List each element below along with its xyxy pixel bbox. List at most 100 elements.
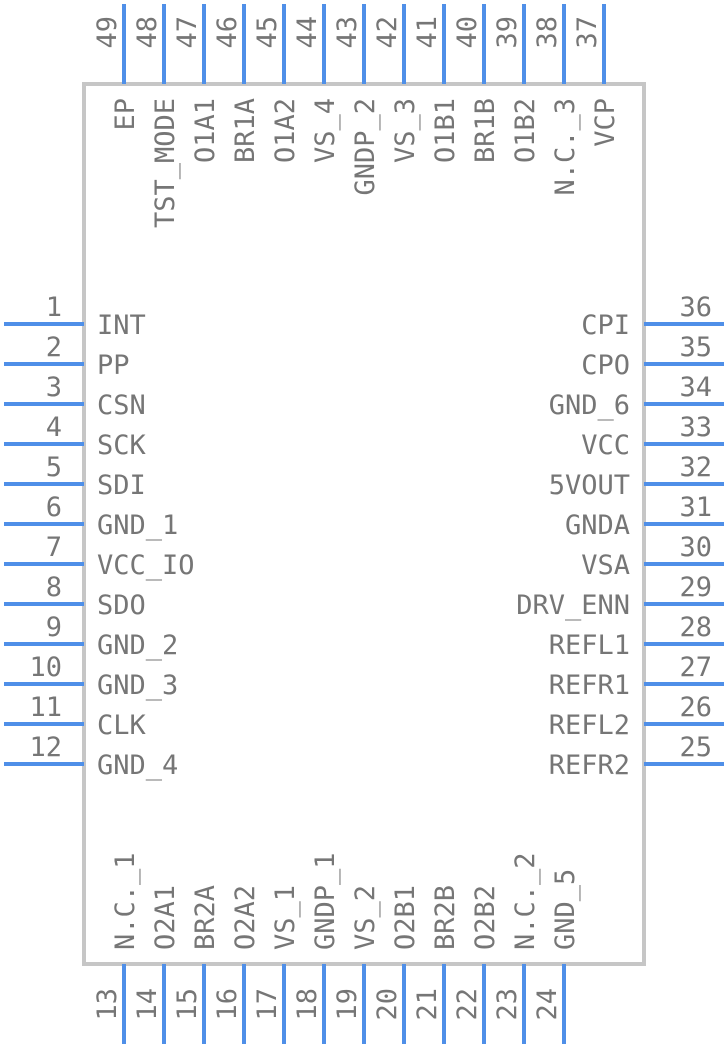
pin-label: EP (110, 98, 141, 131)
pin-label: N.C._2 (510, 852, 541, 950)
pin-number: 19 (332, 988, 363, 1021)
pin-number: 8 (46, 572, 62, 603)
pin-gndp-1: 18 GNDP_1 (292, 852, 341, 1044)
pin-number: 30 (679, 532, 712, 563)
pin-number: 26 (679, 692, 712, 723)
pin-label: BR2B (430, 885, 461, 950)
pin-number: 11 (29, 692, 62, 723)
pin-o2b2: 22 O2B2 (452, 885, 501, 1044)
pin-label: BR1A (230, 98, 261, 163)
pin-label: O2B2 (470, 885, 501, 950)
pin-label: TST_MODE (150, 98, 181, 228)
pin-label: BR1B (470, 98, 501, 163)
pin-label: REFL2 (549, 710, 630, 741)
pin-number: 31 (679, 492, 712, 523)
pin-label: N.C._1 (110, 852, 141, 950)
pin-label: VCP (590, 98, 621, 147)
ic-body (82, 82, 646, 966)
pin-number: 38 (532, 16, 563, 49)
pin-label: 5VOUT (549, 470, 630, 501)
pin-number: 43 (332, 16, 363, 49)
pin-label: DRV_ENN (516, 590, 630, 621)
pin-number: 49 (92, 16, 123, 49)
pin-label: REFR2 (549, 750, 630, 781)
pin-label: REFR1 (549, 670, 630, 701)
pin-number: 18 (292, 988, 323, 1021)
pin-label: GND_1 (97, 510, 178, 541)
pin-label: BR2A (190, 885, 221, 950)
pin-label: GND_6 (549, 390, 630, 421)
pin-label: O1A1 (190, 98, 221, 163)
pin-label: CPO (581, 350, 630, 381)
pin-n-c-3: 38N.C._3 (532, 4, 581, 196)
pin-number: 4 (46, 412, 62, 443)
pin-number: 22 (452, 988, 483, 1021)
pin-label: PP (97, 350, 130, 381)
pin-label: O2B1 (390, 885, 421, 950)
pin-number: 23 (492, 988, 523, 1021)
pin-number: 6 (46, 492, 62, 523)
pin-number: 48 (132, 16, 163, 49)
pin-label: GND_4 (97, 750, 178, 781)
pin-label: VSA (581, 550, 630, 581)
pin-number: 12 (29, 732, 62, 763)
pin-number: 37 (572, 16, 603, 49)
pin-number: 5 (46, 452, 62, 483)
pin-number: 33 (679, 412, 712, 443)
pin-pp: 2PP (4, 332, 130, 381)
pin-number: 28 (679, 612, 712, 643)
pin-number: 45 (252, 16, 283, 49)
pin-number: 7 (46, 532, 62, 563)
pin-label: GND_2 (97, 630, 178, 661)
pin-label: GNDP_1 (310, 852, 341, 950)
pin-label: GNDA (565, 510, 630, 541)
pin-label: O1B2 (510, 98, 541, 163)
pin-number: 34 (679, 372, 712, 403)
pin-number: 29 (679, 572, 712, 603)
pin-n-c-2: 23 N.C._2 (492, 852, 541, 1044)
pin-label: CPI (581, 310, 630, 341)
pin-label: GND_3 (97, 670, 178, 701)
pin-number: 14 (132, 988, 163, 1021)
pin-5vout: 32 5VOUT (549, 452, 724, 501)
pin-label: N.C._3 (550, 98, 581, 196)
pin-label: CLK (97, 710, 147, 741)
pin-number: 41 (412, 16, 443, 49)
pin-number: 15 (172, 988, 203, 1021)
pin-label: O2A1 (150, 885, 181, 950)
pins-top-group: 49EP48TST_MODE47O1A146BR1A45O1A244VS_443… (92, 4, 621, 228)
pins-right-group: 36CPI35CPO34GND_633VCC325VOUT31GNDA30VSA… (516, 292, 724, 781)
pin-number: 42 (372, 16, 403, 49)
pin-number: 2 (46, 332, 62, 363)
pin-number: 3 (46, 372, 62, 403)
pin-number: 32 (679, 452, 712, 483)
pins-left-group: 1INT2PP3CSN4SCK5SDI6GND_17VCC_IO8SDO9GND… (4, 292, 195, 781)
